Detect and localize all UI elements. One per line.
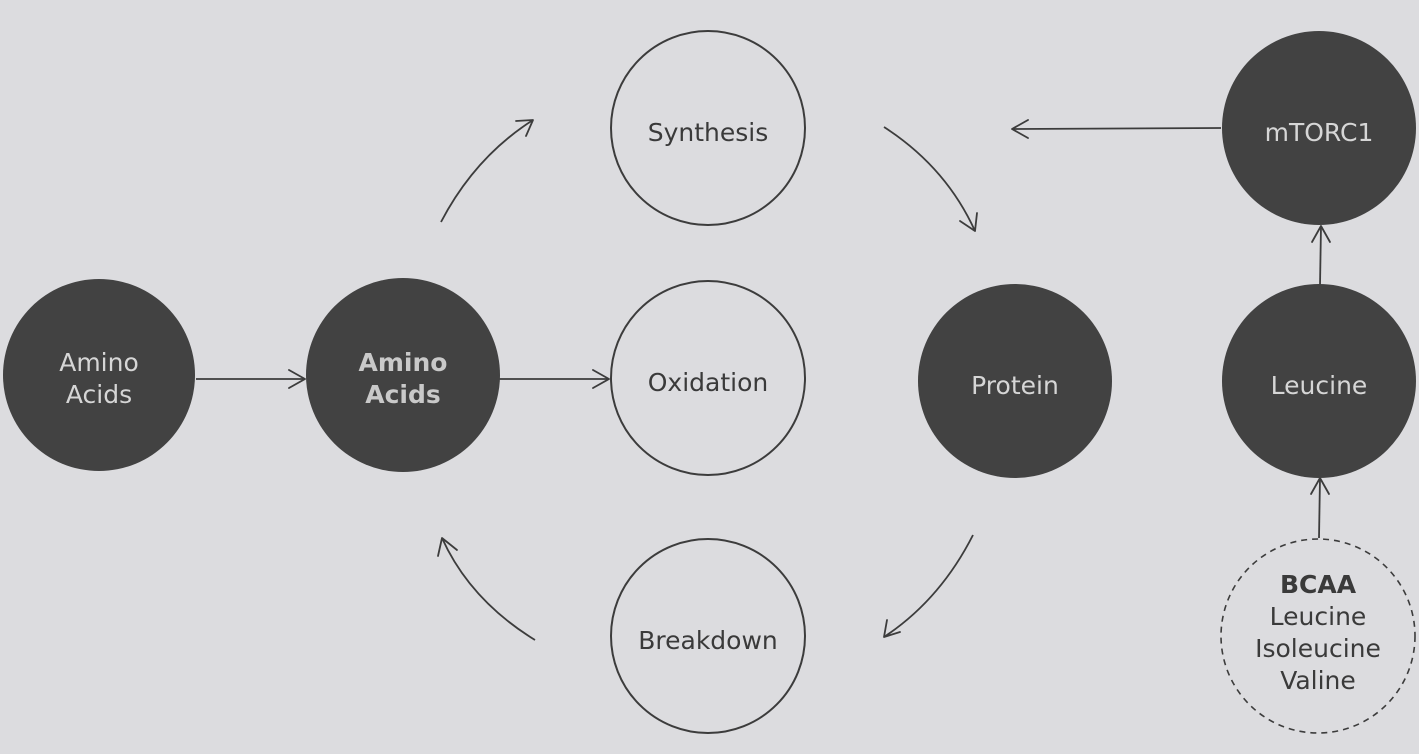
node-oxidation: Oxidation — [610, 280, 806, 476]
node-bcaa-item-isoleucine: Isoleucine — [1255, 634, 1381, 663]
arrow-pool-to-synthesis — [440, 119, 534, 223]
arrow-protein-to-breakdown — [883, 534, 974, 638]
arrow-bcaa-to-leucine — [1310, 477, 1330, 539]
node-leucine-label: Leucine — [1271, 371, 1368, 400]
node-breakdown: Breakdown — [610, 538, 806, 734]
node-amino-acids-pool-line2: Acids — [365, 380, 441, 409]
arrow-leucine-to-mtorc1 — [1311, 225, 1331, 287]
node-mtorc1: mTORC1 — [1222, 31, 1416, 225]
arrow-source-to-pool — [196, 369, 306, 389]
node-amino-acids-source: Amino Acids — [3, 279, 195, 471]
node-amino-acids-pool-line1: Amino — [359, 348, 448, 377]
arrow-synthesis-to-protein — [883, 126, 978, 232]
arrow-mtorc1-to-synthesis — [1011, 119, 1222, 139]
node-synthesis-label: Synthesis — [648, 118, 769, 147]
arrow-pool-to-oxidation — [499, 369, 610, 389]
node-bcaa-item-leucine: Leucine — [1270, 602, 1367, 631]
node-oxidation-label: Oxidation — [648, 368, 769, 397]
node-breakdown-label: Breakdown — [638, 626, 778, 655]
node-amino-acids-source-line2: Acids — [66, 380, 132, 409]
node-bcaa-item-valine: Valine — [1280, 666, 1356, 695]
node-synthesis: Synthesis — [610, 30, 806, 226]
node-amino-acids-pool: Amino Acids — [306, 278, 500, 472]
arrow-breakdown-to-pool — [437, 537, 536, 641]
node-bcaa-title: BCAA — [1280, 570, 1357, 599]
node-protein-label: Protein — [971, 371, 1059, 400]
node-amino-acids-source-line1: Amino — [59, 348, 139, 377]
node-mtorc1-label: mTORC1 — [1265, 118, 1374, 147]
node-protein: Protein — [918, 284, 1112, 478]
node-leucine: Leucine — [1222, 284, 1416, 478]
node-bcaa: BCAA Leucine Isoleucine Valine — [1220, 538, 1416, 734]
